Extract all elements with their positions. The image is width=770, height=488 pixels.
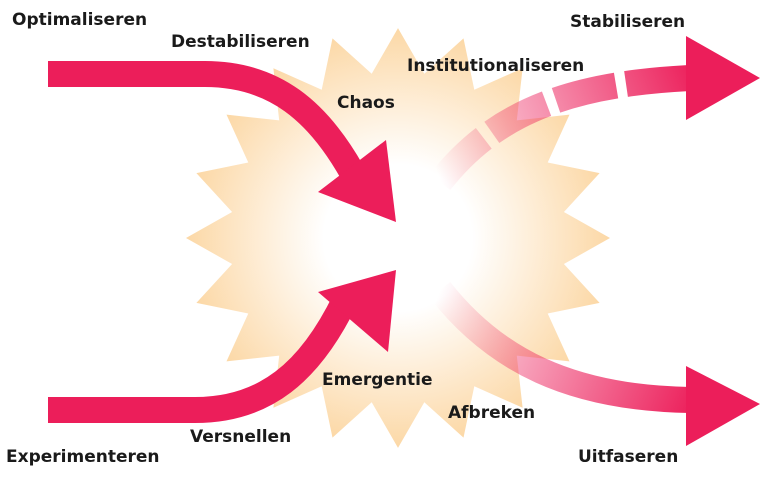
label-versnellen: Versnellen [190,427,292,447]
uitfaseren-arrow-head [686,366,760,446]
label-uitfaseren: Uitfaseren [578,447,679,467]
label-institutionaliseren: Institutionaliseren [407,56,585,76]
stabiliseren-arrow-shaft [429,65,691,191]
versnellen-arrow-shaft [48,294,357,423]
versnellen-arrow-head [318,270,396,352]
stabiliseren-arrow-head [686,36,760,120]
label-stabiliseren: Stabiliseren [570,12,686,32]
label-emergentie: Emergentie [322,370,433,390]
label-afbreken: Afbreken [448,403,536,423]
label-chaos: Chaos [337,93,395,113]
label-destabiliseren: Destabiliseren [171,32,310,52]
uitfaseren-arrow-shaft [429,281,691,413]
destabiliseren-arrow-head [318,140,396,222]
label-experimenteren: Experimenteren [6,447,160,467]
destabiliseren-arrow-shaft [48,61,364,179]
label-optimaliseren: Optimaliseren [12,10,148,30]
